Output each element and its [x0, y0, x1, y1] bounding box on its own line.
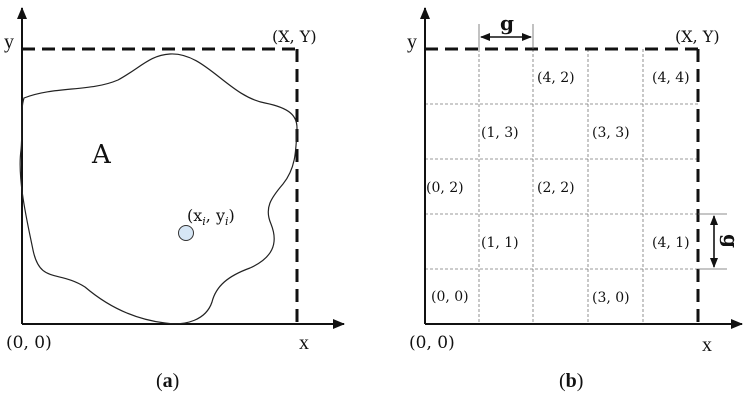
- panel-a-y-label: y: [4, 31, 14, 53]
- caption-a: (a): [156, 370, 180, 392]
- caption-b: (b): [559, 370, 584, 392]
- panel-b: g g (4, 2) (4, 4) (1, 3) (3, 3) (0, 2) (…: [407, 7, 743, 356]
- cell-label: (1, 3): [481, 125, 519, 141]
- grid-size-dimension-horizontal: g: [478, 11, 534, 49]
- cell-label: (4, 4): [652, 70, 690, 86]
- grid-lines: [425, 49, 698, 324]
- region-a-label: A: [91, 140, 112, 170]
- cell-labels: (4, 2) (4, 4) (1, 3) (3, 3) (0, 2) (2, 2…: [426, 70, 690, 306]
- panel-b-corner-label: (X, Y): [675, 27, 720, 46]
- panel-a-corner-label: (X, Y): [272, 27, 317, 46]
- cell-label: (3, 3): [592, 125, 630, 141]
- cell-label: (0, 0): [431, 289, 469, 305]
- sample-point: [178, 225, 194, 241]
- cell-label: (4, 2): [537, 70, 575, 86]
- cell-label: (2, 2): [537, 180, 575, 196]
- cell-label: (0, 2): [426, 180, 464, 196]
- panel-b-y-label: y: [407, 31, 417, 53]
- sample-point-label: (xi, yi): [187, 206, 235, 228]
- cell-label: (3, 0): [592, 290, 630, 306]
- panel-a: y x (0, 0) (X, Y) A (xi, yi): [4, 7, 345, 354]
- panel-a-x-label: x: [299, 332, 309, 354]
- panel-b-x-label: x: [702, 334, 712, 356]
- cell-label: (1, 1): [481, 235, 519, 251]
- panel-a-origin-label: (0, 0): [6, 333, 52, 353]
- grid-size-label-vertical: g: [719, 234, 743, 248]
- grid-size-dimension-vertical: g: [698, 213, 743, 270]
- region-a-outline: [19, 53, 298, 325]
- cell-label: (4, 1): [652, 235, 690, 251]
- grid-size-label: g: [500, 11, 514, 35]
- panel-b-origin-label: (0, 0): [409, 333, 455, 353]
